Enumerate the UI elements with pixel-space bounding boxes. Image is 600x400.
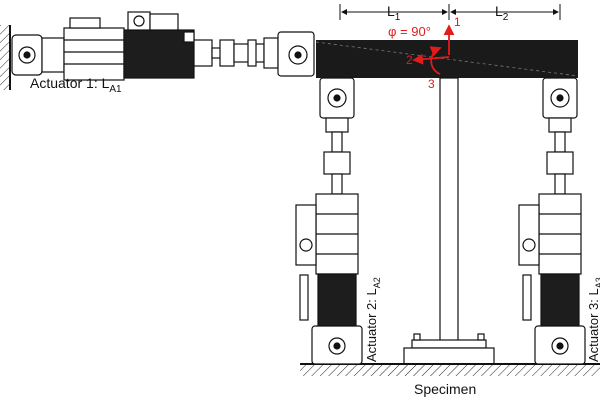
- specimen-label: Specimen: [414, 381, 476, 397]
- phi-angle-label: φ = 90°: [388, 24, 431, 39]
- direction-3-label: 3: [428, 77, 435, 91]
- actuator-1-label: Actuator 1: LA1: [30, 75, 122, 95]
- actuator-2: [295, 77, 363, 365]
- actuator-1: [11, 11, 315, 81]
- direction-1-label: 1: [454, 15, 461, 29]
- direction-2-label: 2: [406, 53, 413, 67]
- dimension-l1-label: L1: [387, 3, 401, 23]
- direction-arrows: [412, 24, 455, 75]
- specimen-column: [403, 77, 495, 365]
- actuator-3-label: Actuator 3: LA3: [586, 277, 600, 362]
- ground-support: [300, 363, 600, 376]
- dimension-l2-label: L2: [495, 3, 509, 23]
- left-wall-support: [0, 25, 11, 90]
- loading-beam: [315, 40, 579, 78]
- dimension-lines: [339, 4, 561, 20]
- actuator-3: [518, 77, 586, 365]
- actuator-2-label: Actuator 2: LA2: [364, 277, 382, 362]
